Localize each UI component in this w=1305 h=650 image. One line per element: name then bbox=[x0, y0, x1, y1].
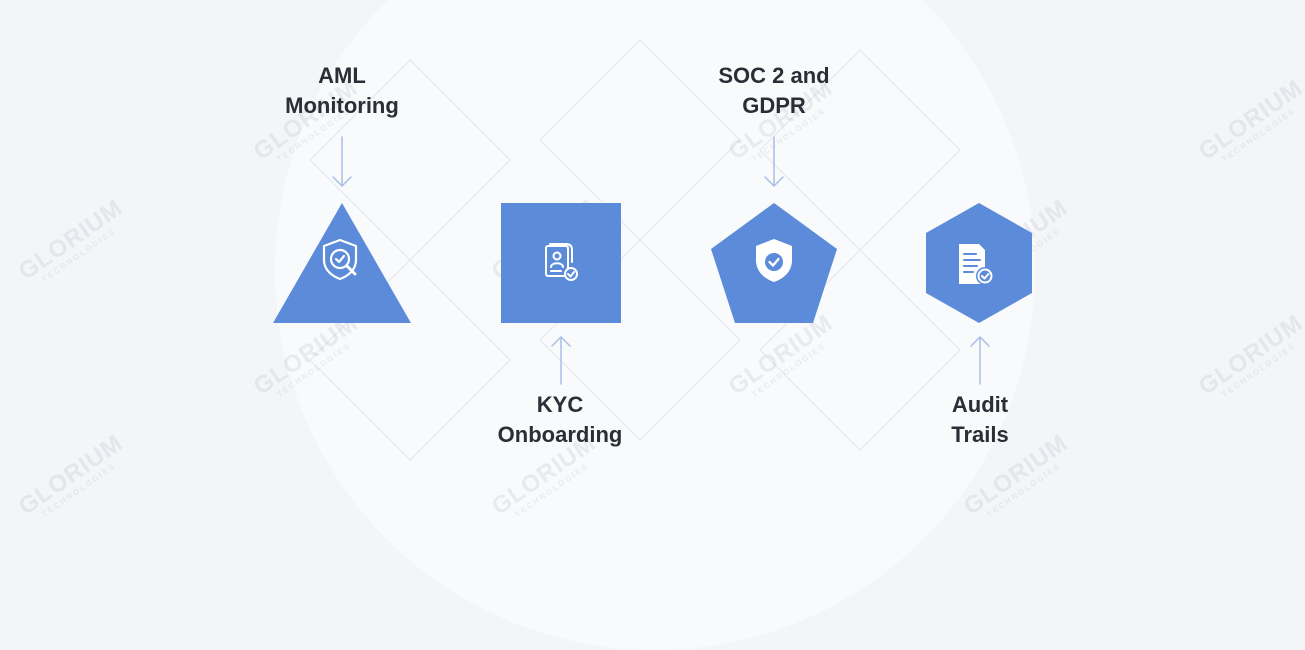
hexagon-shape bbox=[926, 203, 1032, 323]
document-check-icon bbox=[959, 244, 994, 285]
shield-search-icon bbox=[322, 238, 358, 281]
background-lattice bbox=[308, 38, 962, 462]
label-soc2-gdpr: SOC 2 and GDPR bbox=[718, 63, 830, 118]
arrow-up-kyc bbox=[551, 336, 571, 385]
triangle-shape bbox=[273, 203, 411, 323]
label-audit-trails: Audit Trails bbox=[951, 392, 1009, 447]
arrows-layer bbox=[332, 136, 990, 385]
arrow-up-audit bbox=[970, 336, 990, 385]
label-aml-monitoring: AML Monitoring bbox=[285, 63, 399, 118]
arrow-down-aml bbox=[332, 136, 352, 187]
id-document-check-icon bbox=[545, 243, 578, 281]
arrow-down-soc2 bbox=[764, 136, 784, 187]
pentagon-shape bbox=[711, 203, 837, 323]
label-kyc-onboarding: KYC Onboarding bbox=[497, 392, 623, 447]
square-shape bbox=[501, 203, 621, 323]
shield-check-icon bbox=[756, 239, 792, 282]
